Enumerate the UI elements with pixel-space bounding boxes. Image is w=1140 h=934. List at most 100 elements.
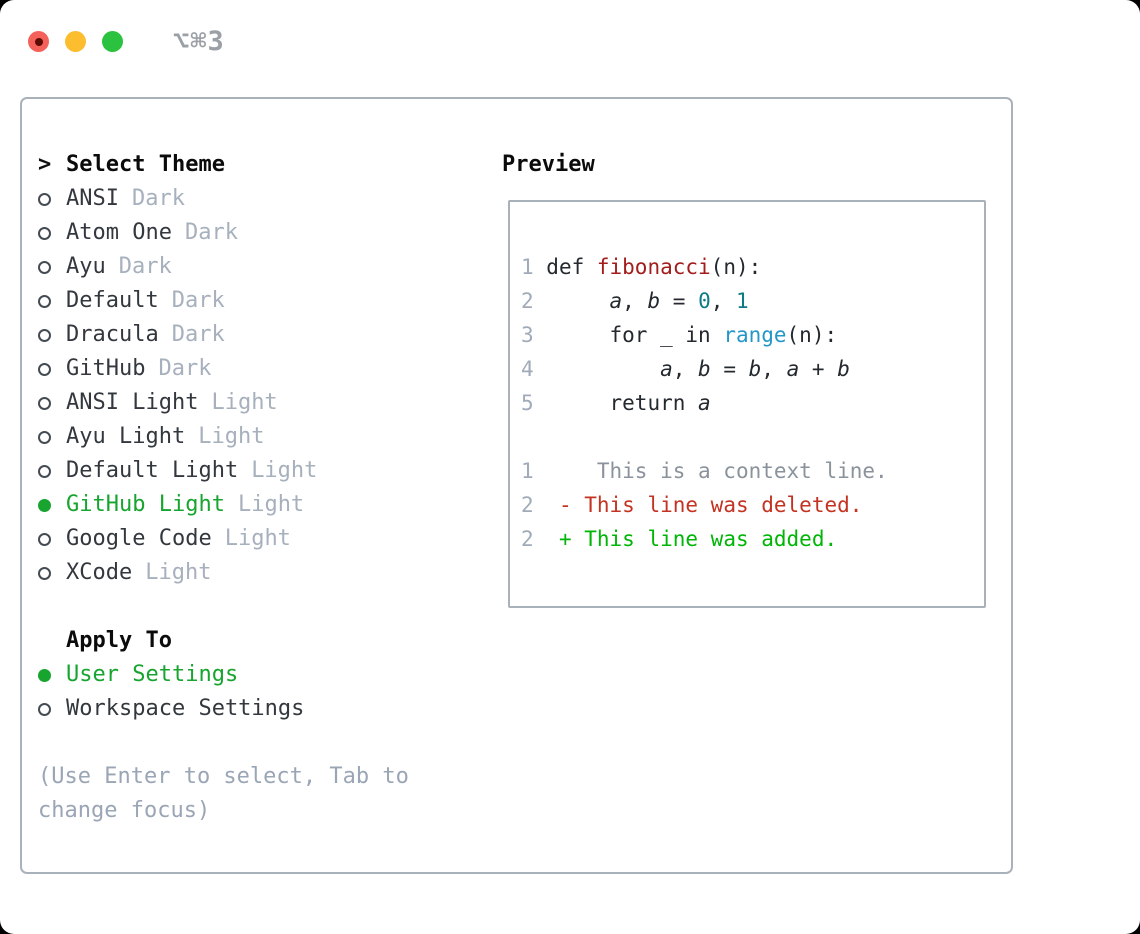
code-token: a <box>786 357 800 381</box>
option-label: Default Light <box>66 458 239 483</box>
code-token: (n): <box>786 323 838 347</box>
spacer <box>38 635 51 648</box>
theme-option[interactable]: Default Light Light <box>38 454 478 488</box>
radio-icon <box>38 192 51 206</box>
code-preview: 1 def fibonacci (n): 2 a, b = 0, 1 3 for … <box>510 202 984 556</box>
line-number: 4 <box>521 357 534 381</box>
variant-tag: Dark <box>171 322 225 347</box>
prompt-caret-icon: > <box>38 152 52 177</box>
theme-option[interactable]: GitHub Light Light <box>38 488 478 522</box>
line-number: 1 <box>521 255 534 279</box>
option-label: Default <box>66 288 159 313</box>
code-token: - This line was deleted. <box>558 493 863 517</box>
theme-option[interactable]: Dracula Dark <box>38 318 478 352</box>
option-label: Google Code <box>66 526 212 551</box>
close-dot-icon <box>34 37 43 46</box>
radio-icon <box>38 532 51 546</box>
code-token: + <box>799 357 838 381</box>
radio-icon <box>38 396 51 410</box>
apply-to-header-row: Apply To <box>38 624 478 658</box>
variant-tag: Light <box>251 458 318 483</box>
option-label: XCode <box>66 560 133 585</box>
code-token: for _ in <box>533 323 724 347</box>
code-token: a <box>609 289 623 313</box>
theme-option[interactable]: ANSI Light Light <box>38 386 478 420</box>
theme-option[interactable]: Ayu Light Light <box>38 420 478 454</box>
minimize-button[interactable] <box>65 31 86 52</box>
variant-tag: Light <box>224 526 291 551</box>
code-token: a <box>660 357 673 381</box>
radio-icon <box>38 226 51 240</box>
code-token: , <box>622 289 648 313</box>
code-token: 1 <box>736 289 749 313</box>
radio-icon <box>38 566 51 580</box>
variant-tag: Light <box>198 424 265 449</box>
code-token: + This line was added. <box>558 527 838 551</box>
variant-tag: Light <box>145 560 212 585</box>
preview-box: 1 def fibonacci (n): 2 a, b = 0, 1 3 for … <box>508 200 986 608</box>
radio-icon <box>38 260 51 274</box>
code-token: range <box>723 323 787 347</box>
option-label: ANSI <box>66 186 119 211</box>
radio-icon <box>38 362 51 376</box>
line-number: 5 <box>521 391 534 415</box>
code-token: b <box>647 289 661 313</box>
code-token: return <box>533 391 699 415</box>
code-token: fibonacci <box>596 255 711 279</box>
select-theme-header: Select Theme <box>66 152 225 177</box>
preview-header: Preview <box>502 152 595 177</box>
apply-to-option[interactable]: User Settings <box>38 658 478 692</box>
code-token: , <box>672 357 699 381</box>
variant-tag: Light <box>211 390 278 415</box>
option-label: GitHub <box>66 356 146 381</box>
option-label: User Settings <box>66 662 239 687</box>
code-token: b <box>698 357 711 381</box>
code-token: = <box>660 289 699 313</box>
variant-tag: Light <box>237 492 305 517</box>
theme-option[interactable]: Atom One Dark <box>38 216 478 250</box>
code-token: def <box>533 255 597 279</box>
theme-option[interactable]: Google Code Light <box>38 522 478 556</box>
radio-icon <box>38 702 51 716</box>
code-token: b <box>748 357 762 381</box>
line-number: 3 <box>521 323 534 347</box>
code-token <box>534 527 559 551</box>
radio-selected-icon <box>38 668 51 682</box>
theme-option[interactable]: XCode Light <box>38 556 478 590</box>
keyboard-hint: (Use Enter to select, Tab to change focu… <box>38 764 409 823</box>
variant-tag: Dark <box>184 220 238 245</box>
option-label: Ayu Light <box>66 424 186 449</box>
code-token <box>534 289 610 313</box>
apply-to-header: Apply To <box>66 628 172 653</box>
line-number: 2 <box>521 493 534 517</box>
option-label: ANSI Light <box>66 390 199 415</box>
code-token: = <box>710 357 749 381</box>
option-label: Atom One <box>66 220 172 245</box>
code-token: , <box>710 289 737 313</box>
radio-icon <box>38 430 51 444</box>
code-token: a <box>698 391 711 415</box>
zoom-button[interactable] <box>102 31 123 52</box>
option-label: Workspace Settings <box>66 696 305 721</box>
code-token <box>534 357 660 381</box>
code-token: , <box>761 357 787 381</box>
code-token: 0 <box>698 289 711 313</box>
apply-to-option[interactable]: Workspace Settings <box>38 692 478 726</box>
option-label: Dracula <box>66 322 159 347</box>
radio-icon <box>38 328 51 342</box>
code-token <box>534 493 559 517</box>
option-label: GitHub Light <box>66 492 225 517</box>
line-number: 2 <box>521 289 534 313</box>
close-button[interactable] <box>28 31 49 52</box>
window-title: ⌥⌘3 <box>173 26 225 57</box>
code-token: b <box>837 357 850 381</box>
radio-icon <box>38 464 51 478</box>
